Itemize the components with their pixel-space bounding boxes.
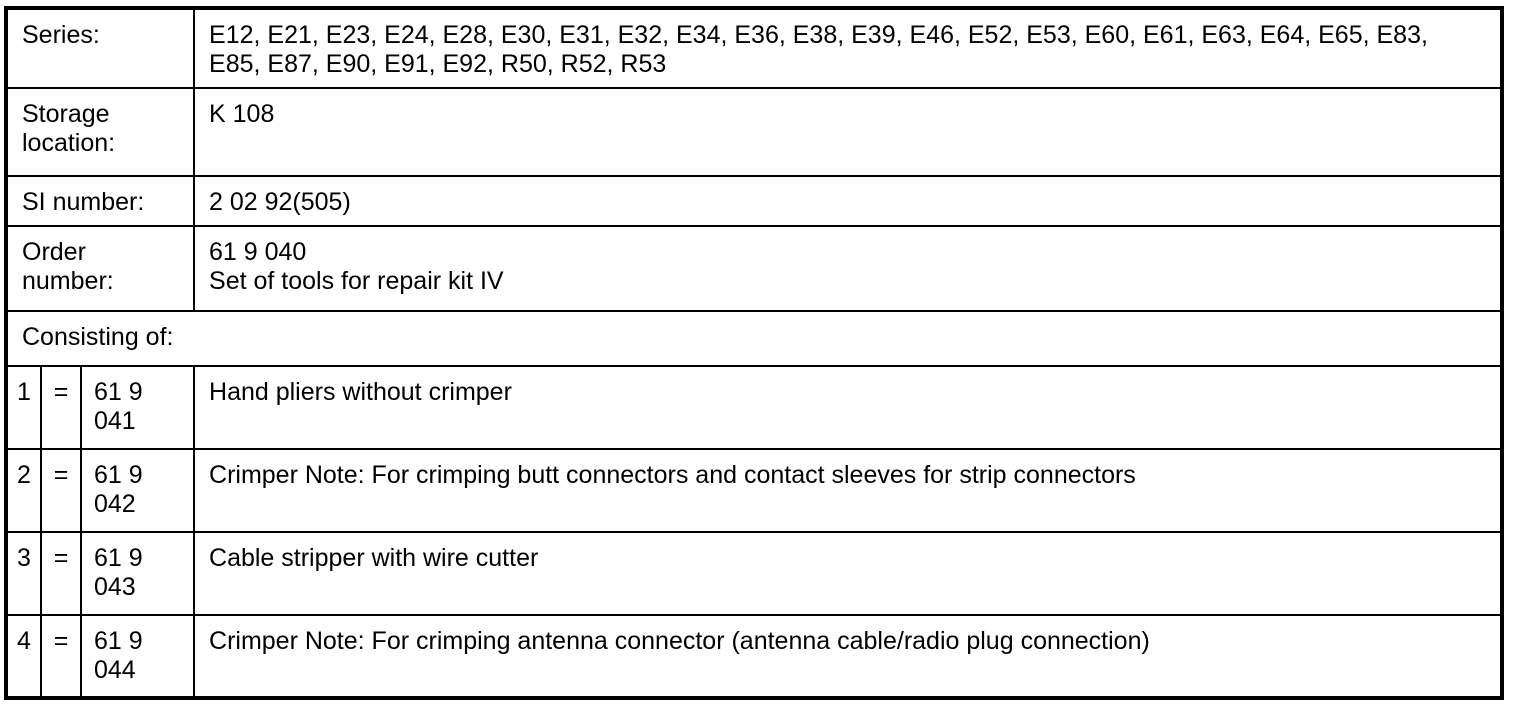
- consisting-of-row: Consisting of:: [5, 310, 1503, 367]
- series-value: E12, E21, E23, E24, E28, E30, E31, E32, …: [193, 7, 1503, 89]
- order-number-value: 61 9 040 Set of tools for repair kit IV: [193, 225, 1503, 312]
- parts-info-table: Series: E12, E21, E23, E24, E28, E30, E3…: [4, 6, 1504, 700]
- si-number-row: SI number: 2 02 92(505): [4, 175, 1503, 227]
- storage-location-label: Storage location:: [4, 87, 196, 177]
- storage-location-value: K 108: [193, 87, 1503, 177]
- si-number-label: SI number:: [4, 175, 196, 227]
- equals-sign: =: [40, 365, 82, 450]
- item-part-number: 61 9 042: [79, 448, 196, 533]
- equals-sign: =: [40, 448, 82, 533]
- item-description: Crimper Note: For crimping butt connecto…: [193, 448, 1503, 533]
- equals-sign: =: [40, 531, 82, 616]
- item-part-number: 61 9 044: [79, 614, 196, 699]
- item-index: 3: [5, 531, 42, 616]
- order-number-label: Order number:: [4, 225, 196, 312]
- storage-location-row: Storage location: K 108: [4, 87, 1503, 177]
- item-index: 1: [5, 365, 42, 450]
- consisting-of-header: Consisting of:: [5, 310, 1503, 367]
- order-number-row: Order number: 61 9 040 Set of tools for …: [4, 225, 1503, 312]
- item-row-1: 1 = 61 9 041 Hand pliers without crimper: [5, 365, 1503, 450]
- equals-sign: =: [40, 614, 82, 699]
- series-label: Series:: [4, 7, 196, 89]
- item-row-4: 4 = 61 9 044 Crimper Note: For crimping …: [5, 614, 1503, 699]
- item-description: Cable stripper with wire cutter: [193, 531, 1503, 616]
- item-row-2: 2 = 61 9 042 Crimper Note: For crimping …: [5, 448, 1503, 533]
- item-description: Hand pliers without crimper: [193, 365, 1503, 450]
- item-index: 2: [5, 448, 42, 533]
- series-row: Series: E12, E21, E23, E24, E28, E30, E3…: [4, 7, 1503, 89]
- item-part-number: 61 9 041: [79, 365, 196, 450]
- si-number-value: 2 02 92(505): [193, 175, 1503, 227]
- item-description: Crimper Note: For crimping antenna conne…: [193, 614, 1503, 699]
- item-part-number: 61 9 043: [79, 531, 196, 616]
- item-row-3: 3 = 61 9 043 Cable stripper with wire cu…: [5, 531, 1503, 616]
- item-index: 4: [5, 614, 42, 699]
